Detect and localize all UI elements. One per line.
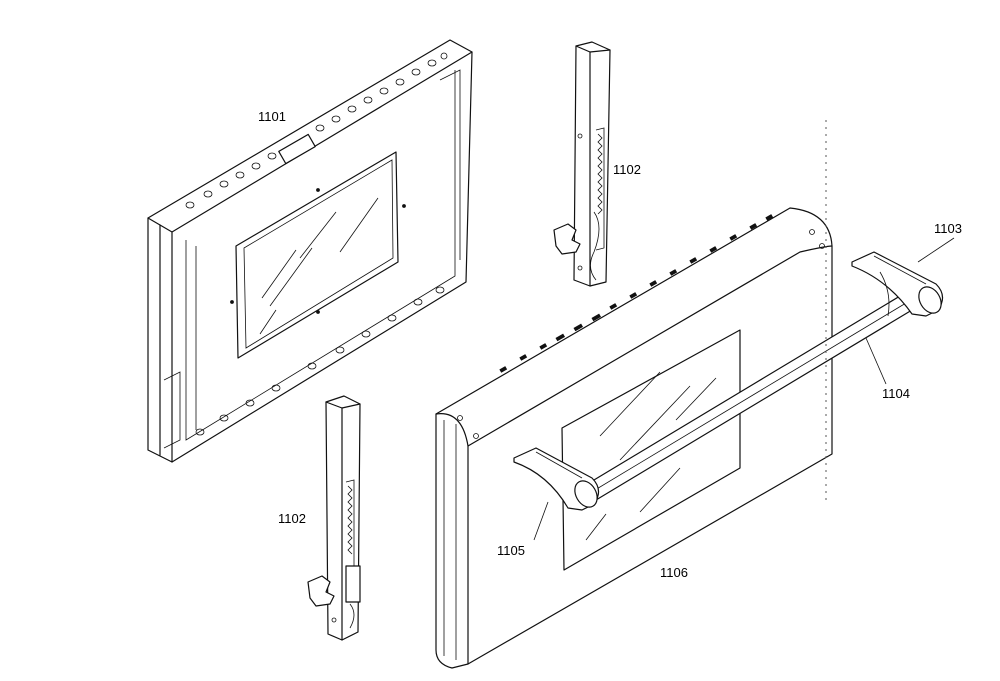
door-hinge-upper <box>553 41 611 287</box>
outer-door-panel <box>435 207 833 669</box>
label-1102-top: 1102 <box>613 162 641 177</box>
label-1102-bottom: 1102 <box>278 511 306 526</box>
door-hinge-lower <box>307 395 361 641</box>
label-1103: 1103 <box>934 221 962 236</box>
label-1106: 1106 <box>660 565 688 580</box>
inner-door-panel <box>147 39 473 463</box>
label-1105: 1105 <box>497 543 525 558</box>
label-1104: 1104 <box>882 386 910 401</box>
handle-end-cap-right <box>851 251 944 317</box>
inner-door-bottom-holes <box>195 286 445 436</box>
handle-end-cap-left <box>513 447 600 511</box>
leader-lines <box>533 237 955 541</box>
inner-door-top-holes <box>185 52 448 209</box>
label-1101: 1101 <box>258 109 286 124</box>
outer-door-vent-holes <box>499 214 774 373</box>
